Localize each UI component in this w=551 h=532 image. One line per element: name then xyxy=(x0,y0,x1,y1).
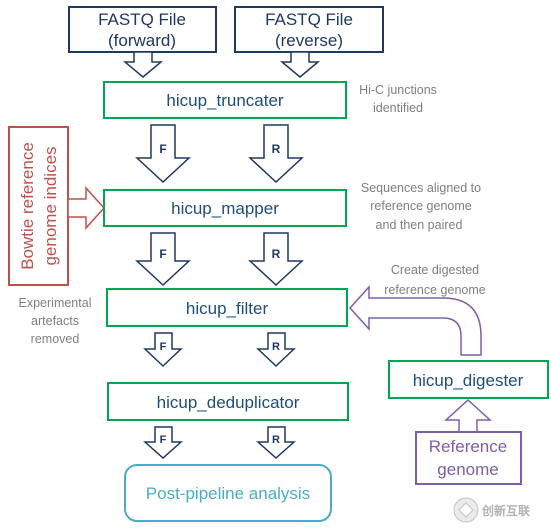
filter-box: hicup_filter xyxy=(106,288,348,327)
arrow-f-3: F xyxy=(143,332,183,368)
digester-note: Create digested reference genome xyxy=(384,263,486,297)
digester-box: hicup_digester xyxy=(388,360,549,399)
arrow-f-2: F xyxy=(135,232,191,287)
watermark-logo: 创新互联 xyxy=(453,497,530,523)
svg-text:R: R xyxy=(272,142,281,156)
svg-text:reference genome: reference genome xyxy=(384,283,486,297)
arrow-r-4: R xyxy=(256,426,296,460)
digester-to-filter-arrow xyxy=(348,285,482,356)
bowtie-line2: genome indices xyxy=(41,146,60,265)
bowtie-arrow xyxy=(67,186,106,230)
fastq-reverse-box: FASTQ File (reverse) xyxy=(234,6,384,53)
mapper-box: hicup_mapper xyxy=(103,189,347,227)
svg-text:and then paired: and then paired xyxy=(376,218,463,232)
svg-text:Hi-C junctions: Hi-C junctions xyxy=(359,83,437,97)
reference-to-digester-arrow xyxy=(444,398,492,434)
fastq-forward-line1: FASTQ File xyxy=(98,10,186,29)
fastq-forward-arrow xyxy=(122,51,164,78)
svg-text:F: F xyxy=(159,247,166,261)
fastq-reverse-arrow xyxy=(279,51,321,78)
svg-text:R: R xyxy=(272,341,280,353)
svg-text:R: R xyxy=(272,247,281,261)
fastq-reverse-line2: (reverse) xyxy=(275,31,343,50)
mapper-label: hicup_mapper xyxy=(171,199,279,218)
svg-text:Experimental: Experimental xyxy=(19,296,92,310)
svg-text:artefacts: artefacts xyxy=(31,314,79,328)
arrow-r-1: R xyxy=(248,124,304,184)
svg-text:F: F xyxy=(159,142,166,156)
svg-text:F: F xyxy=(160,341,167,353)
reference-line1: Reference xyxy=(429,437,507,456)
svg-text:identified: identified xyxy=(373,101,423,115)
arrow-r-2: R xyxy=(248,232,304,287)
deduplicator-box: hicup_deduplicator xyxy=(107,382,349,421)
digester-label: hicup_digester xyxy=(413,371,524,390)
arrow-f-4: F xyxy=(143,426,183,460)
truncater-label: hicup_truncater xyxy=(166,91,284,110)
fastq-reverse-line1: FASTQ File xyxy=(265,10,353,29)
svg-text:F: F xyxy=(160,434,167,446)
bowtie-box: Bowtie reference genome indices xyxy=(8,126,69,286)
svg-text:R: R xyxy=(272,434,280,446)
truncater-note: Hi-C junctions identified xyxy=(359,83,437,115)
arrow-f-1: F xyxy=(135,124,191,184)
filter-label: hicup_filter xyxy=(186,299,269,318)
reference-line2: genome xyxy=(437,460,498,479)
svg-text:Create digested: Create digested xyxy=(391,263,479,277)
svg-text:removed: removed xyxy=(31,332,80,346)
svg-text:reference genome: reference genome xyxy=(370,199,472,213)
svg-text:Sequences aligned to: Sequences aligned to xyxy=(361,181,481,195)
filter-note: Experimental artefacts removed xyxy=(19,296,92,346)
fastq-forward-box: FASTQ File (forward) xyxy=(68,6,217,53)
deduplicator-label: hicup_deduplicator xyxy=(157,393,300,412)
fastq-forward-line2: (forward) xyxy=(108,31,176,50)
reference-genome-box: Reference genome xyxy=(415,431,522,485)
bowtie-line1: Bowtie reference xyxy=(18,142,37,270)
truncater-box: hicup_truncater xyxy=(103,81,347,119)
watermark-text: 创新互联 xyxy=(481,503,530,518)
post-pipeline-label: Post-pipeline analysis xyxy=(146,484,310,503)
arrow-r-3: R xyxy=(256,332,296,368)
mapper-note: Sequences aligned to reference genome an… xyxy=(361,181,481,232)
post-pipeline-box: Post-pipeline analysis xyxy=(124,464,332,522)
